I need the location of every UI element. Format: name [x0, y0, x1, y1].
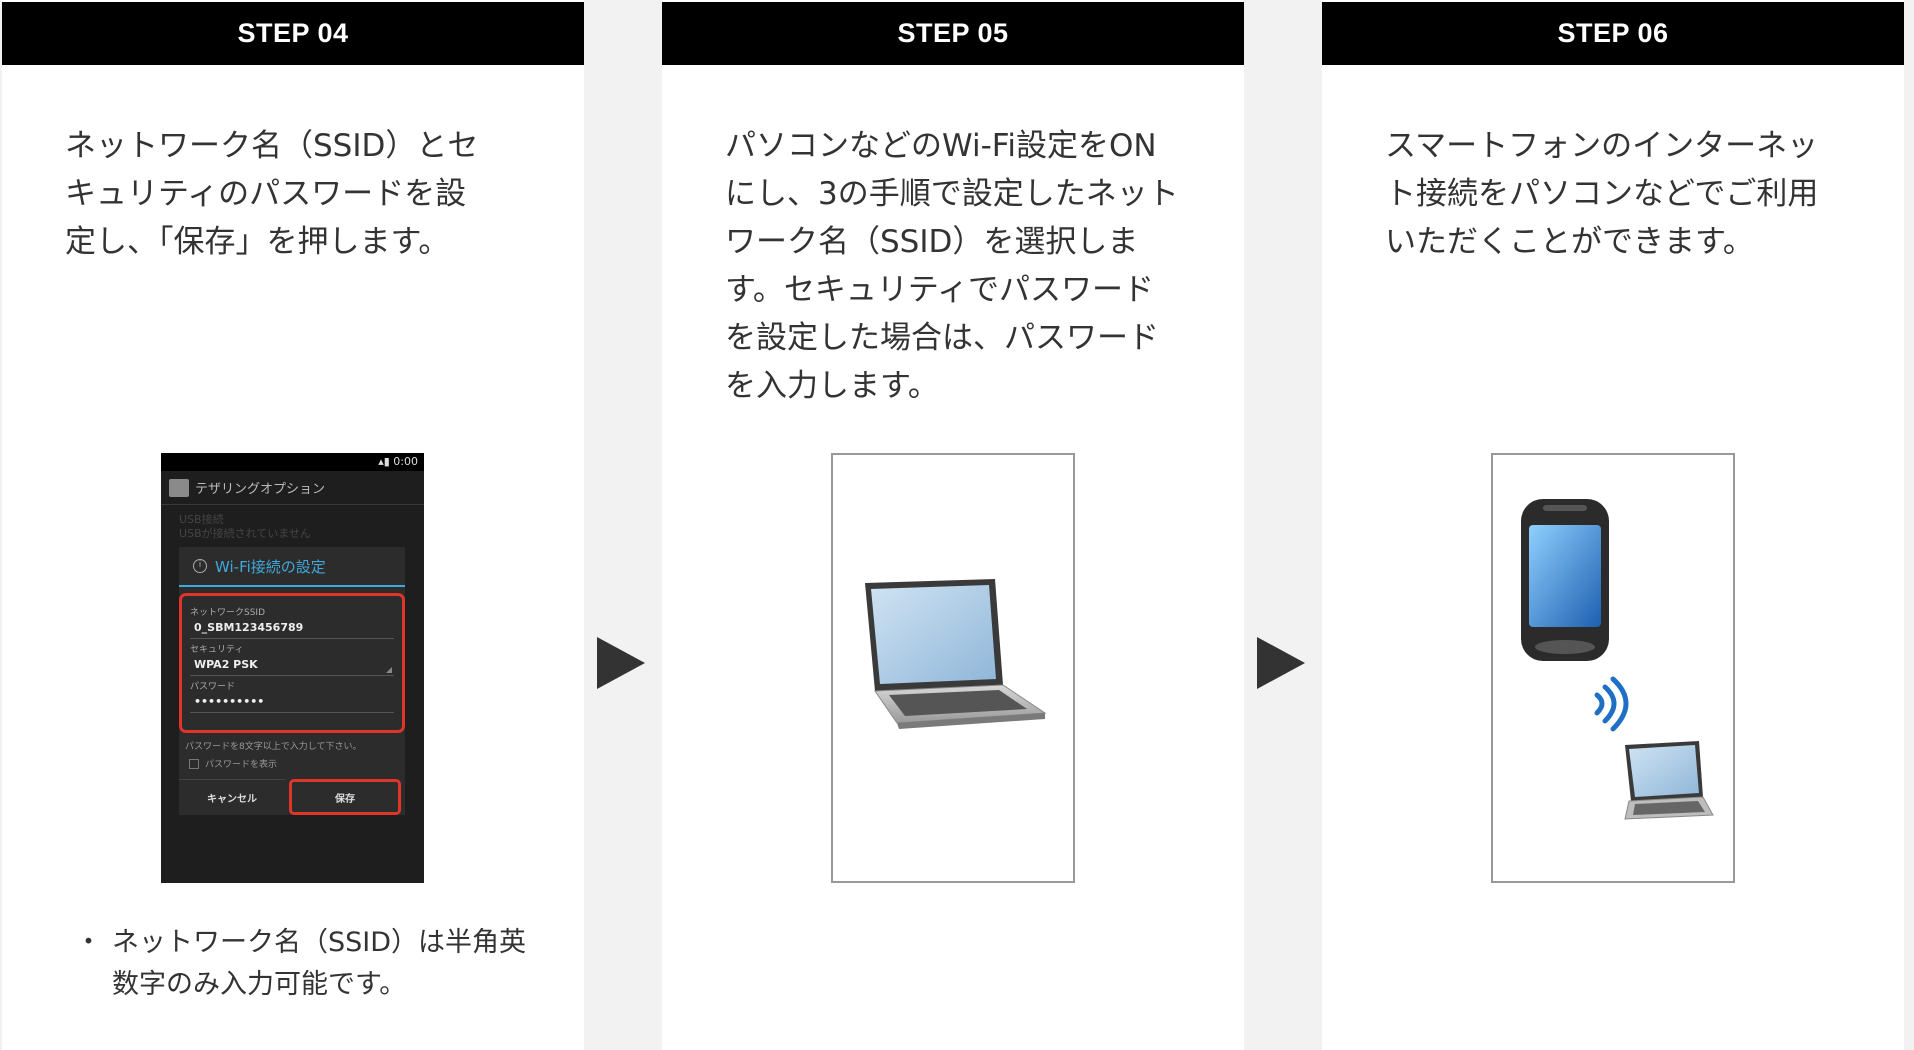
show-password-row[interactable]: パスワードを表示 [189, 757, 277, 770]
next-arrow-icon [1257, 637, 1305, 689]
wifi-signal-icon [1594, 676, 1629, 732]
app-title: テザリングオプション [195, 482, 326, 497]
app-titlebar: テザリングオプション [161, 471, 424, 505]
step-card-04: STEP 04 ネットワーク名（SSID）とセキュリティのパスワードを設定し、「… [2, 0, 584, 1050]
step-card-06: STEP 06 スマートフォンのインターネット接続をパソコンなどでご利用いただく… [1322, 0, 1904, 1050]
laptop-icon [1624, 741, 1714, 820]
dialog-buttons: キャンセル 保存 [179, 779, 405, 815]
smartphone-icon [1521, 499, 1609, 661]
ssid-field[interactable]: 0_SBM123456789 [190, 618, 394, 639]
ssid-label: ネットワークSSID [190, 608, 266, 618]
step-header: STEP 04 [2, 2, 584, 65]
show-password-label: パスワードを表示 [205, 760, 278, 770]
password-hint: パスワードを8文字以上で入力して下さい。 [185, 742, 362, 752]
note-text: ネットワーク名（SSID）は半角英数字のみ入力可能です。 [112, 927, 527, 1000]
next-arrow-icon [597, 637, 645, 689]
info-icon: i [193, 559, 207, 573]
security-label: セキュリティ [190, 645, 244, 655]
phone-screenshot: ▴▮ 0:00 テザリングオプション USB接続 USBが接続されていません i… [161, 453, 424, 883]
bg-row-sub: USBが接続されていません [179, 527, 311, 540]
step-card-05: STEP 05 パソコンなどのWi-Fi設定をONにし、3の手順で設定したネット… [662, 0, 1244, 1050]
bg-row-title: USB接続 [179, 513, 224, 526]
step-header: STEP 06 [1322, 2, 1904, 65]
step-note: ・ ネットワーク名（SSID）は半角英数字のみ入力可能です。 [65, 922, 535, 1006]
dialog-title: i Wi-Fi接続の設定 [179, 547, 405, 587]
step-description: スマートフォンのインターネット接続をパソコンなどでご利用いただくことができます。 [1385, 128, 1819, 260]
signal-icon: ▴▮ [378, 455, 394, 468]
app-icon [169, 478, 189, 497]
security-select[interactable]: WPA2 PSK [190, 655, 394, 676]
cancel-button[interactable]: キャンセル [179, 779, 285, 815]
password-label: パスワード [190, 682, 236, 692]
connection-figure [1491, 453, 1735, 883]
status-bar: ▴▮ 0:00 [161, 453, 424, 471]
step-description: パソコンなどのWi-Fi設定をONにし、3の手順で設定したネットワーク名（SSI… [725, 128, 1179, 404]
dialog-title-text: Wi-Fi接続の設定 [215, 557, 326, 576]
background-row: USB接続 USBが接続されていません [161, 505, 424, 549]
save-button[interactable]: 保存 [289, 779, 401, 815]
bullet: ・ [75, 927, 102, 958]
laptop-icon [865, 579, 1047, 729]
laptop-figure [831, 453, 1075, 883]
password-field[interactable]: •••••••••• [190, 692, 394, 713]
show-password-checkbox[interactable] [189, 758, 199, 769]
highlighted-fields: ネットワークSSID 0_SBM123456789 セキュリティ WPA2 PS… [179, 593, 405, 733]
connection-illustration [1521, 499, 1714, 820]
step-description: ネットワーク名（SSID）とセキュリティのパスワードを設定し、「保存」を押します… [65, 128, 479, 260]
wifi-settings-dialog: i Wi-Fi接続の設定 ネットワークSSID 0_SBM123456789 セ… [179, 547, 405, 815]
status-time: 0:00 [393, 455, 418, 468]
step-header: STEP 05 [662, 2, 1244, 65]
